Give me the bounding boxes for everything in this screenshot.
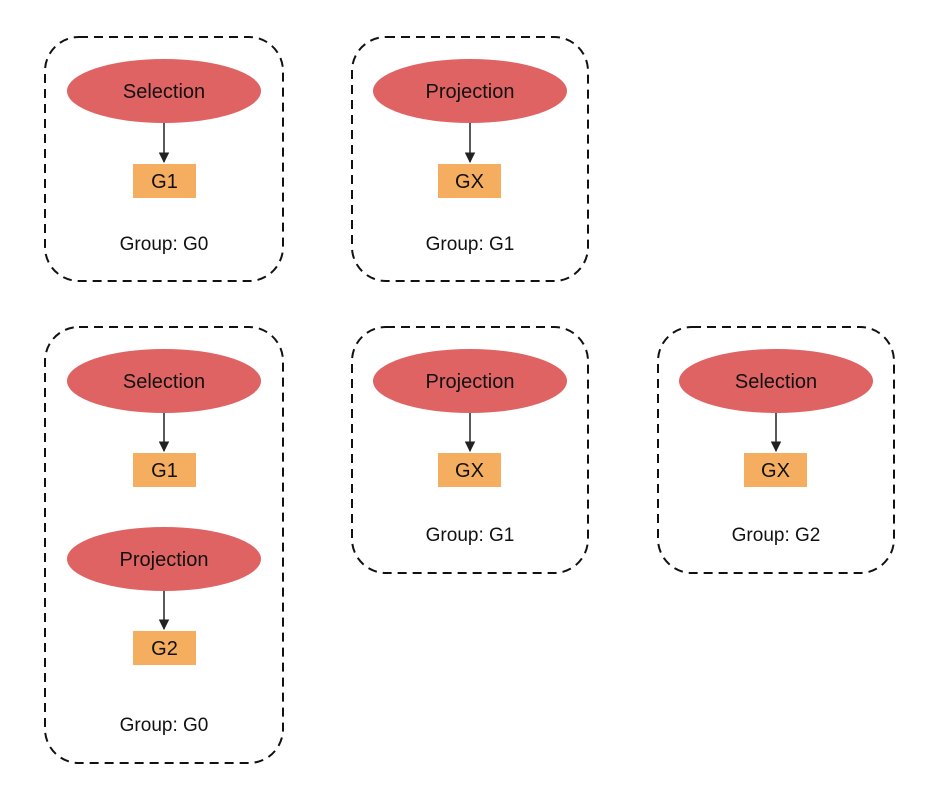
group-ref-box[interactable] (744, 453, 807, 487)
operator-label: Projection (120, 549, 209, 571)
operator-ellipse[interactable] (373, 349, 567, 413)
operator-ellipse[interactable] (67, 527, 261, 591)
group-node-2-0: Selection G1 (67, 349, 261, 487)
group-node-4-0: Selection GX (679, 349, 873, 487)
group-label: Group: G0 (120, 715, 209, 736)
group-ref-box[interactable] (133, 631, 196, 665)
group-ref-label: G1 (151, 460, 178, 482)
group-ref-label: GX (455, 171, 484, 193)
group-label: Group: G2 (732, 525, 821, 546)
group-box-1: Projection GX Group: G1 (351, 36, 589, 282)
group-border (44, 326, 284, 764)
group-ref-box[interactable] (133, 164, 196, 198)
operator-ellipse[interactable] (67, 59, 261, 123)
operator-label: Projection (426, 81, 515, 103)
operator-label: Selection (123, 81, 205, 103)
group-ref-box[interactable] (438, 453, 501, 487)
group-border (351, 36, 589, 282)
operator-ellipse[interactable] (679, 349, 873, 413)
group-ref-label: G1 (151, 171, 178, 193)
group-box-0: Selection G1 Group: G0 (44, 36, 284, 282)
group-node-2-1: Projection G2 (67, 527, 261, 665)
group-border (657, 326, 895, 574)
group-ref-label: G2 (151, 638, 178, 660)
group-box-3: Projection GX Group: G1 (351, 326, 589, 574)
group-box-4: Selection GX Group: G2 (657, 326, 895, 574)
operator-ellipse[interactable] (67, 349, 261, 413)
group-node-1-0: Projection GX (373, 59, 567, 198)
group-node-3-0: Projection GX (373, 349, 567, 487)
group-ref-label: GX (455, 460, 484, 482)
operator-ellipse[interactable] (373, 59, 567, 123)
group-box-2: Selection G1 Projection G2 Group: G0 (44, 326, 284, 764)
group-border (351, 326, 589, 574)
group-label: Group: G0 (120, 234, 209, 255)
operator-label: Projection (426, 371, 515, 393)
operator-label: Selection (735, 371, 817, 393)
group-label: Group: G1 (426, 525, 515, 546)
group-label: Group: G1 (426, 234, 515, 255)
group-ref-box[interactable] (438, 164, 501, 198)
group-node-0-0: Selection G1 (67, 59, 261, 198)
operator-label: Selection (123, 371, 205, 393)
group-ref-box[interactable] (133, 453, 196, 487)
group-ref-label: GX (761, 460, 790, 482)
